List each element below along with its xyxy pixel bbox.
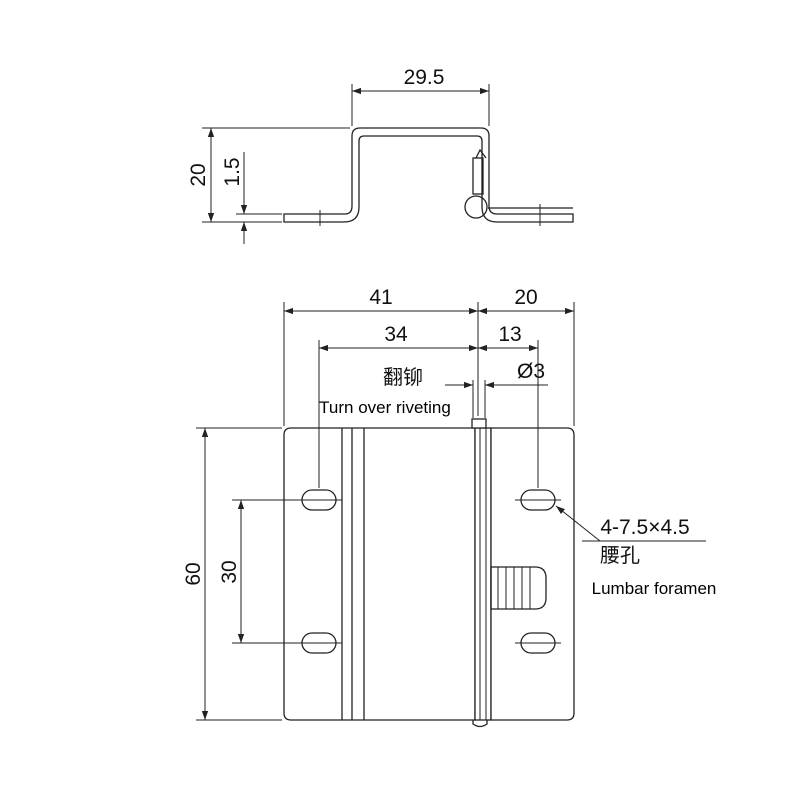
dim-hole-34: 34	[384, 323, 408, 346]
rivet-label-cn: 翻铆	[383, 365, 423, 389]
dim-hole-13: 13	[498, 323, 521, 346]
spring-bolt	[490, 566, 547, 610]
dim-right-20: 20	[514, 286, 537, 309]
pin-bottom	[472, 720, 488, 728]
hinge-leaf	[472, 157, 484, 195]
left-leaf	[283, 427, 476, 721]
dim-pin-diameter: Ø3	[517, 360, 545, 383]
dim-width-29-5: 29.5	[404, 66, 445, 89]
dim-height-20-top: 20	[187, 163, 210, 186]
leader-line	[555, 505, 601, 542]
slot-label-cn: 腰孔	[600, 543, 640, 567]
dim-total-41: 41	[369, 286, 392, 309]
hinge-leaf-edge	[475, 148, 487, 159]
hole-spec-label: 4-7.5×4.5	[600, 516, 689, 539]
front-view: 41 20 34 13 Ø3 60 30 4-7.5×4.5	[182, 286, 717, 728]
slot-label-en: Lumbar foramen	[592, 579, 717, 598]
bracket-profile	[283, 127, 574, 223]
dim-hole-pitch-30: 30	[218, 560, 241, 583]
dim-height-60: 60	[182, 562, 205, 585]
dim-thickness-1-5: 1.5	[221, 157, 244, 186]
hinge-pin-circle	[464, 195, 488, 219]
rivet-head	[471, 418, 487, 429]
top-view: 29.5 20 1.5	[187, 66, 574, 244]
right-leaf	[490, 427, 575, 721]
rivet-label-en: Turn over riveting	[319, 398, 451, 417]
hinge-knuckle	[474, 427, 492, 721]
